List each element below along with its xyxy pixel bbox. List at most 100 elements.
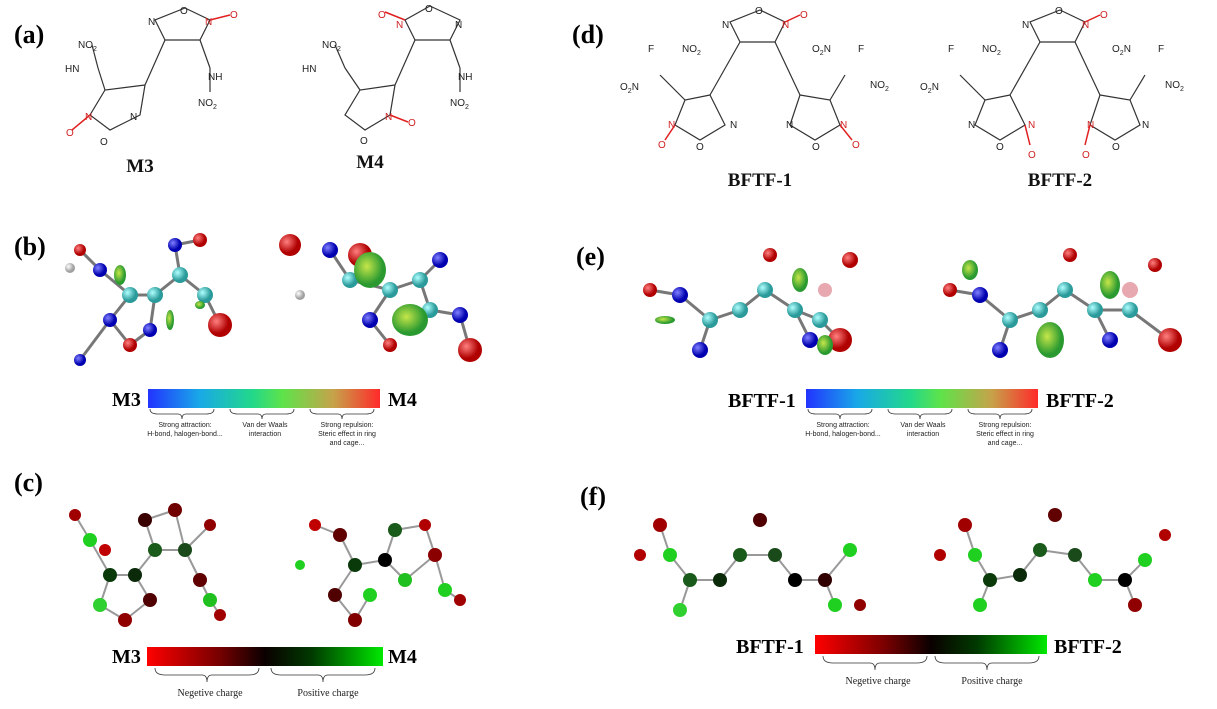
atom-o: O (425, 4, 433, 15)
nci-color-scale-bftf (806, 389, 1038, 408)
atom-n-oxide: N (85, 112, 92, 123)
label-no2: NO2 (450, 98, 469, 111)
charge-legend-right: M4 (388, 646, 417, 668)
atom-o-oxide: O (378, 10, 386, 21)
atom-sphere-nitrogen (168, 238, 182, 252)
label-no2: NO2 (1165, 80, 1184, 93)
label-no2: O2N (812, 44, 831, 57)
atom-ball (398, 573, 412, 587)
atom-ball (828, 598, 842, 612)
label-no2: NO2 (198, 98, 217, 111)
atom-f: F (858, 44, 864, 55)
charge-color-scale (147, 647, 383, 666)
molecule-label-m4: M4 (356, 152, 384, 173)
atom-sphere-hydrogen (295, 290, 305, 300)
atom-ball (388, 523, 402, 537)
atom-sphere-carbon (1087, 302, 1103, 318)
atom-n: N (1142, 120, 1149, 131)
atom-ball (653, 518, 667, 532)
atom-sphere-carbon (147, 287, 163, 303)
atom-ball (673, 603, 687, 617)
atom-n-oxide: N (396, 20, 403, 31)
atom-o: O (696, 142, 704, 153)
label-nh: NH (208, 72, 222, 83)
nci-isosurface (166, 310, 174, 330)
atom-ball (328, 588, 342, 602)
atom-ball (1159, 529, 1171, 541)
atom-ball (193, 573, 207, 587)
atom-sphere-oxygen (383, 338, 397, 352)
atom-sphere-nitrogen (74, 354, 86, 366)
atom-o: O (1112, 142, 1120, 153)
nci-render-m3-m4 (65, 233, 482, 366)
atom-ball (103, 568, 117, 582)
atom-ball (348, 558, 362, 572)
atom-sphere-nitrogen (143, 323, 157, 337)
atom-o-oxide: O (1028, 150, 1036, 161)
molecule-label-m3: M3 (126, 156, 154, 177)
atom-ball (93, 598, 107, 612)
panel-label-c: (c) (14, 468, 43, 497)
atom-sphere-nitrogen (802, 332, 818, 348)
atom-ball (203, 593, 217, 607)
atom-o-oxide: O (408, 118, 416, 129)
atom-ball (118, 613, 132, 627)
label-hn: HN (65, 64, 79, 75)
nci-isosurface (817, 335, 833, 355)
atom-ball (1088, 573, 1102, 587)
atom-sphere-carbon (382, 282, 398, 298)
atom-ball (634, 549, 646, 561)
charge-legend-braces (154, 667, 376, 683)
atom-sphere-oxygen (842, 252, 858, 268)
atom-sphere-nitrogen (1102, 332, 1118, 348)
panel-label-a: (a) (14, 20, 45, 49)
atom-sphere-nitrogen (362, 312, 378, 328)
atom-sphere-nitrogen (322, 242, 338, 258)
atom-f: F (648, 44, 654, 55)
nci-legend-braces (149, 408, 375, 420)
atom-sphere-carbon (757, 282, 773, 298)
atom-ball (363, 588, 377, 602)
atom-ball (1138, 553, 1152, 567)
charge-legend-right-bftf: BFTF-2 (1054, 636, 1122, 658)
nci-legend-right-bftf: BFTF-2 (1046, 390, 1114, 412)
atom-o-oxide: O (230, 10, 238, 21)
atom-ball (69, 509, 81, 521)
atom-sphere-nitrogen (992, 342, 1008, 358)
atom-n-oxide: N (1087, 120, 1094, 131)
atom-ball (295, 560, 305, 570)
panel-label-d: (d) (572, 20, 604, 49)
atom-sphere-oxygen (763, 248, 777, 262)
atom-ball (1013, 568, 1027, 582)
atom-ball (168, 503, 182, 517)
atom-ball (973, 598, 987, 612)
atom-ball (1048, 508, 1062, 522)
atom-ball (1128, 598, 1142, 612)
atom-ball (663, 548, 677, 562)
atom-sphere-oxygen (279, 234, 301, 256)
charge-legend-left: M3 (112, 646, 141, 668)
atom-ball (178, 543, 192, 557)
atom-n: N (455, 20, 462, 31)
atom-n: N (730, 120, 737, 131)
atom-o: O (180, 6, 188, 17)
structure-m3-m4: O N N O NO2 HN NH NO2 O N N O O O N N NO… (65, 4, 472, 148)
nci-color-scale (148, 389, 380, 408)
atom-ball (438, 583, 452, 597)
label-no2: NO2 (78, 40, 97, 53)
atom-sphere-nitrogen (672, 287, 688, 303)
atom-n: N (1022, 20, 1029, 31)
atom-sphere-nitrogen (972, 287, 988, 303)
charge-render-m3-m4 (69, 503, 466, 627)
atom-ball (968, 548, 982, 562)
atom-ball (1068, 548, 1082, 562)
nci-isosurface (114, 265, 126, 285)
atom-n: N (968, 120, 975, 131)
atom-sphere-carbon (1002, 312, 1018, 328)
atom-ball (204, 519, 216, 531)
atom-sphere-fluorine (818, 283, 832, 297)
atom-sphere-carbon (197, 287, 213, 303)
